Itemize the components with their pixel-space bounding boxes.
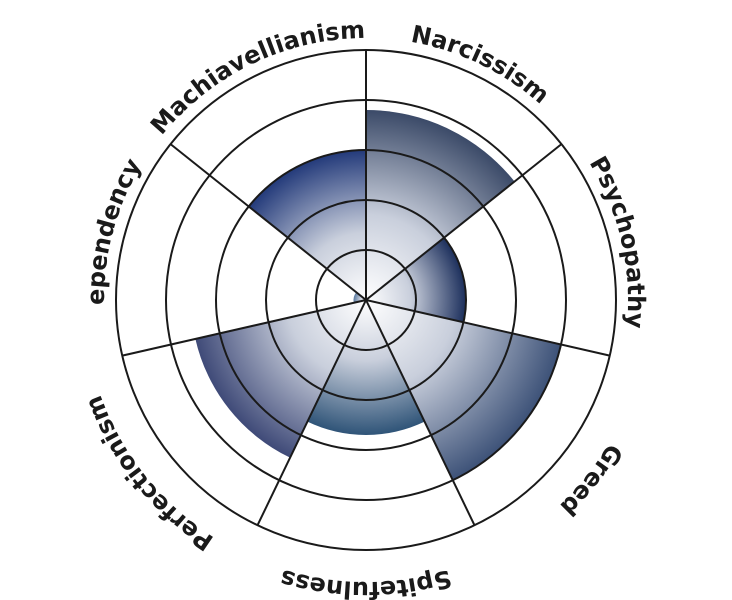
label-spitefulness: Spitefulness	[277, 564, 455, 600]
sector-narcissism	[366, 110, 515, 300]
grid	[115, 49, 617, 551]
sector-divider	[365, 143, 563, 301]
category-labels: NarcissismPsychopathyGreedSpitefulnessPe…	[0, 0, 650, 600]
sector-divider	[256, 299, 367, 526]
sector-perfectionism	[195, 300, 366, 458]
sector-divider	[365, 299, 610, 357]
sector-divider	[122, 299, 367, 357]
sectors	[195, 110, 561, 481]
label-psychopathy: Psychopathy	[584, 151, 650, 329]
label-dependency: Dependency	[0, 0, 147, 305]
sector-spitefulness	[307, 300, 425, 436]
sector-divider	[365, 299, 476, 526]
label-perfectionism: Perfectionism	[79, 392, 218, 557]
sector-machiavellianism	[248, 150, 366, 300]
sector-psychopathy	[366, 237, 466, 323]
label-machiavellianism: Machiavellianism	[145, 16, 366, 140]
sector-divider	[169, 143, 367, 301]
label-narcissism: Narcissism	[409, 20, 555, 109]
